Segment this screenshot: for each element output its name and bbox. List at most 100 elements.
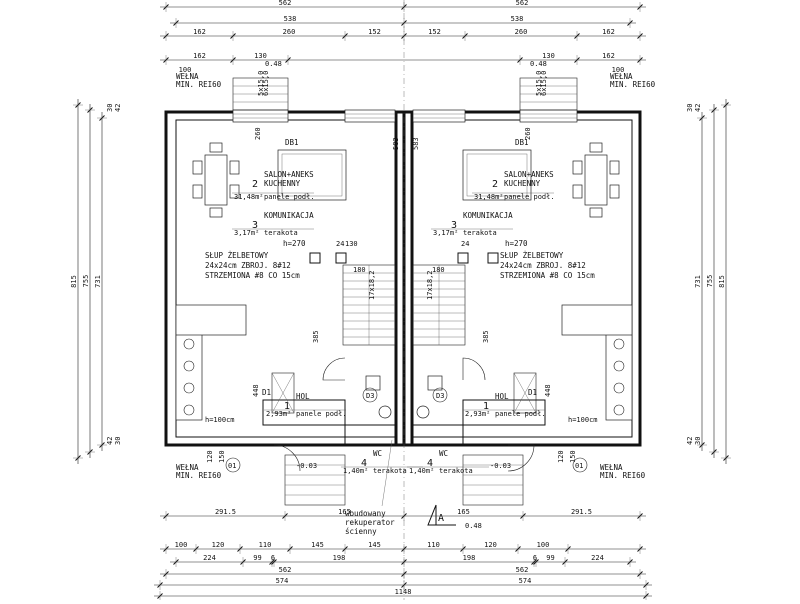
room-name: KUCHENNY [264, 179, 301, 188]
grade-mark: -0.03 [490, 462, 511, 470]
room-floor: panele podł. [495, 410, 546, 418]
window-opening [412, 109, 466, 123]
dim-bot-1-label: 165 [338, 508, 351, 516]
hob [183, 404, 195, 416]
dim-bot-3-label: 198 [333, 554, 346, 562]
window-sill: h=100cm [568, 416, 598, 424]
section-arrow [427, 504, 437, 526]
door-label-db1: DB1 [285, 138, 299, 147]
door-swing-d1 [507, 444, 535, 472]
misc-dim: 583 [392, 137, 400, 150]
misc-dim: 180 [432, 266, 445, 274]
column [309, 252, 321, 264]
kitchen-counter [605, 329, 633, 421]
section-tag [572, 457, 588, 473]
dim-bot-1-label: 291.5 [571, 508, 592, 516]
dim-top-3-label: 152 [428, 28, 441, 36]
misc-dim: 130 [345, 240, 358, 248]
dim-top-3-label: 260 [283, 28, 296, 36]
height-label: h=270 [283, 239, 306, 248]
dim-top-small: 100 [612, 66, 625, 74]
side-dim: 120 [557, 450, 565, 463]
room-floor: terakota [463, 229, 497, 237]
window-opening [344, 109, 396, 123]
room-floor: terakota [439, 467, 473, 475]
column-note: STRZEMIONA #8 CO 15cm [500, 271, 595, 280]
dim-right-3-label: 815 [718, 275, 726, 288]
door-label-d1: D1 [528, 388, 537, 397]
hol-wall [262, 399, 346, 426]
dim-bot-3-label: 198 [463, 554, 476, 562]
kitchen-counter [175, 329, 203, 421]
dim-bot-2-label: 145 [311, 541, 324, 549]
window-sill: h=100cm [205, 416, 235, 424]
stair-mark: 5x15,0 [535, 71, 543, 96]
dim-top-small: 100 [179, 66, 192, 74]
dim-bot-5-label: 574 [276, 577, 289, 585]
hob [183, 338, 195, 350]
dim-left-2-label: 755 [82, 275, 90, 288]
misc-dim: 24 [461, 240, 469, 248]
dim-bot-2-label: 120 [212, 541, 225, 549]
door-swing-d3 [462, 357, 486, 381]
room-area: 31,48m² [474, 193, 504, 201]
leader-line [381, 439, 393, 507]
room-floor: terakota [264, 229, 298, 237]
dim-top-small: 0.48 [265, 60, 282, 68]
side-dim: 42 [114, 104, 122, 112]
door-tag [432, 387, 448, 403]
room-number: 1 [483, 401, 489, 412]
dim-left-1-label: 815 [70, 275, 78, 288]
chair [589, 207, 603, 218]
room-area: 31,48m² [234, 193, 264, 201]
misc-dim: 260 [254, 127, 262, 140]
dim-bot-3-label: 224 [203, 554, 216, 562]
room-number: 3 [451, 220, 457, 231]
chair [572, 160, 583, 175]
misc-dim: 583 [412, 137, 420, 150]
hob [183, 382, 195, 394]
toilet [378, 405, 392, 419]
side-dim: 30 [114, 437, 122, 445]
dim-bot-1-label: 165 [457, 508, 470, 516]
misc-dim: 448 [544, 384, 552, 397]
dim-top-3-label: 152 [368, 28, 381, 36]
stair-mark: 17x18,2 [368, 270, 376, 300]
side-dim: 42 [694, 104, 702, 112]
door-label-d3: D3 [436, 392, 444, 400]
dim-top-win-label: 162 [602, 52, 615, 60]
dim-bot-3-label: 99 [253, 554, 261, 562]
wc-wall [344, 424, 397, 446]
room-area: 1,40m² [343, 467, 368, 475]
cabinet [561, 304, 633, 336]
dim-bot-3-label: 6 [533, 554, 537, 562]
section-mark: A [438, 513, 444, 524]
side-dim: 42 [686, 437, 694, 445]
misc-dim: 448 [252, 384, 260, 397]
height-label: h=270 [505, 239, 528, 248]
dim-bottom-small: 0.48 [465, 522, 482, 530]
dim-bot-3-label: 6 [271, 554, 275, 562]
misc-dim: 385 [312, 330, 320, 343]
chair [192, 184, 203, 199]
door-label-db1: DB1 [515, 138, 529, 147]
dim-bot-3-label: 224 [591, 554, 604, 562]
recuperator-note: wbudowany [345, 509, 386, 518]
sofa-cushion [466, 153, 528, 197]
wall-note: WEŁNA [600, 463, 623, 472]
room-area: 1,40m² [409, 467, 434, 475]
column-note: 24x24cm ZBROJ. 8#12 [500, 261, 586, 270]
dim-top-win-label: 162 [193, 52, 206, 60]
stair-mark: 5x15,0 [257, 71, 265, 96]
dim-right-1-label: 731 [694, 275, 702, 288]
wall-note: MIN. REI60 [176, 80, 222, 89]
room-name: WC [439, 449, 448, 458]
recuperator-note: ścienny [345, 527, 377, 536]
chair [589, 142, 603, 153]
room-name: SALON+ANEKS [264, 170, 314, 179]
dim-right-2-label: 755 [706, 275, 714, 288]
dim-top-2-label: 538 [511, 15, 524, 23]
stair-mark: 6x15,0 [540, 71, 548, 96]
